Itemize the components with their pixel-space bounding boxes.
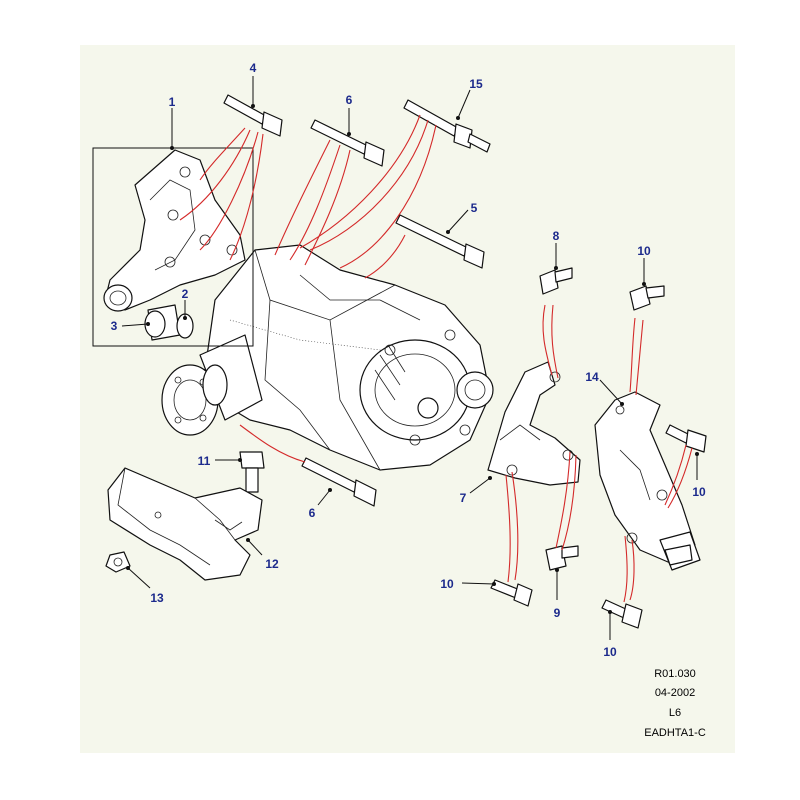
bracket-14 — [594, 391, 701, 571]
callout-13: 13 — [150, 591, 164, 605]
diagram-reference: R01.030 — [654, 668, 696, 680]
mounting-plate-12 — [107, 467, 263, 581]
callout-10-top: 10 — [637, 244, 651, 258]
bolt-11 — [239, 451, 265, 493]
callout-2: 2 — [182, 287, 189, 301]
nut-13 — [105, 551, 131, 573]
callout-10-right: 10 — [692, 485, 706, 499]
callout-8: 8 — [553, 229, 560, 243]
callout-11: 11 — [198, 454, 211, 468]
callout-9: 9 — [554, 606, 561, 620]
red-leader-lines — [179, 114, 693, 603]
bolt-10-bottom-left — [490, 579, 533, 607]
callout-15: 15 — [469, 77, 483, 91]
callout-labels: 1 4 6 15 5 2 3 8 10 14 10 7 11 6 12 13 1… — [111, 61, 706, 659]
bolt-6-lower — [301, 457, 377, 507]
bolt-10-top-right — [629, 285, 665, 311]
bolt-10-right — [665, 424, 707, 453]
bolt-5 — [395, 214, 485, 269]
callout-4: 4 — [250, 61, 257, 75]
bolt-4 — [223, 94, 283, 137]
diagram-model: L6 — [668, 707, 682, 719]
bolt-10-bottom — [601, 599, 643, 629]
callout-1: 1 — [169, 95, 176, 109]
diagram-date: 04-2002 — [654, 687, 696, 699]
bolt-8 — [539, 267, 573, 295]
callout-3: 3 — [111, 319, 118, 333]
callout-6-lower: 6 — [309, 506, 316, 520]
diagram-code: EADHTA1-C — [644, 727, 706, 739]
bracket-7 — [487, 361, 581, 486]
callout-10-bottom-left: 10 — [440, 577, 454, 591]
callout-6-upper: 6 — [346, 93, 353, 107]
callout-10-bottom: 10 — [603, 645, 617, 659]
callout-12: 12 — [265, 557, 279, 571]
bolt-6-upper — [310, 119, 385, 167]
callout-7: 7 — [460, 491, 467, 505]
callout-leaders — [121, 76, 699, 640]
callout-5: 5 — [471, 201, 478, 215]
stud-15 — [403, 99, 491, 153]
differential-housing — [161, 244, 494, 471]
callout-14: 14 — [585, 370, 599, 384]
mounting-bracket-assembly — [92, 147, 254, 347]
